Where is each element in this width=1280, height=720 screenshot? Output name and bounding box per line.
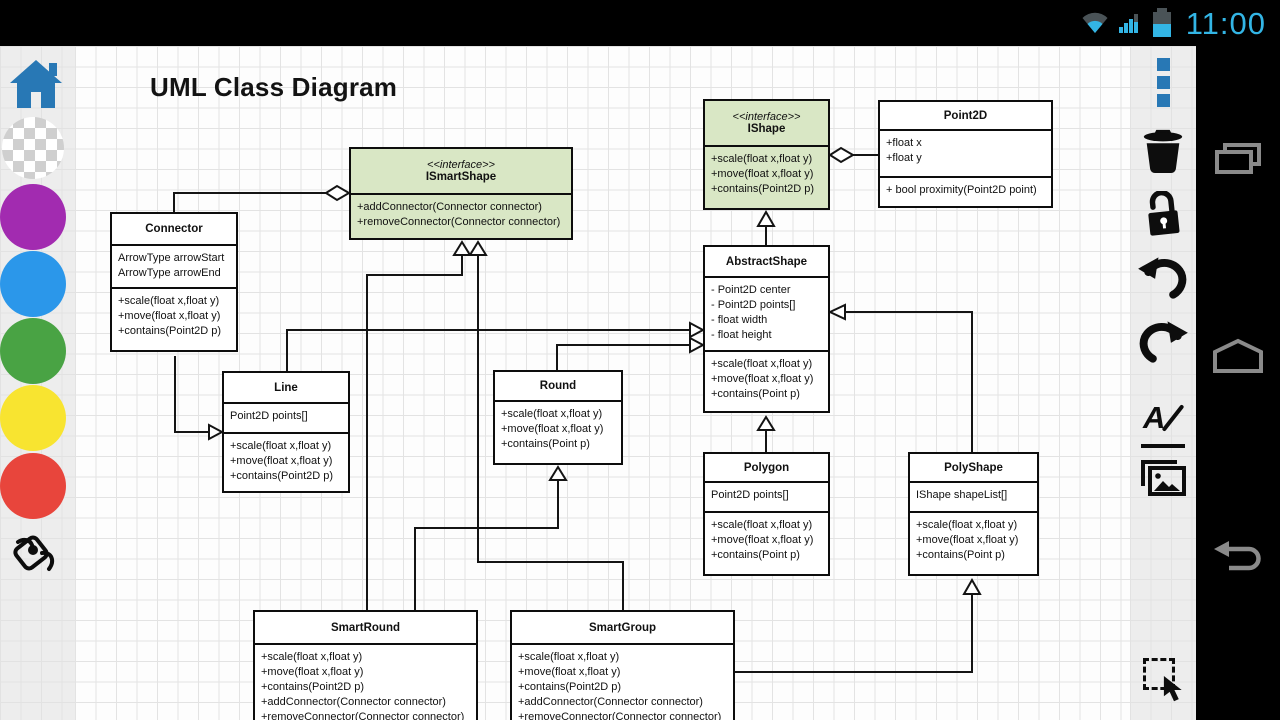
uml-class-section: +scale(float x,float y)+move(float x,flo… — [518, 651, 722, 720]
uml-class-section: Point2D points[] — [711, 489, 789, 501]
edge-head-realization — [468, 240, 488, 256]
uml-class-section: +float x+float y — [886, 137, 922, 164]
edge-smartround-round[interactable] — [414, 479, 559, 610]
redo-icon[interactable] — [1130, 318, 1196, 370]
edge-round-abstractshape[interactable] — [556, 344, 691, 370]
uml-class-smartgroup[interactable]: SmartGroup +scale(float x,float y)+move(f… — [510, 610, 735, 720]
recents-icon[interactable] — [1196, 142, 1280, 178]
home-icon[interactable] — [8, 56, 64, 112]
signal-strength-icon — [1118, 11, 1142, 35]
uml-class-name: PolyShape — [910, 454, 1037, 483]
uml-class-name: Point2D — [880, 102, 1051, 131]
edge-line-abstractshape[interactable] — [286, 329, 691, 371]
edge-head-generalization — [548, 465, 568, 481]
left-toolbar — [0, 46, 75, 720]
right-toolbar: A — [1130, 46, 1196, 720]
edge-smartround-ismartshape[interactable] — [366, 254, 463, 610]
unlock-icon[interactable] — [1130, 191, 1196, 241]
uml-class-round[interactable]: Round +scale(float x,float y)+move(float … — [493, 370, 623, 465]
uml-class-name: Line — [224, 373, 348, 404]
status-bar: 11:00 — [0, 0, 1280, 46]
uml-class-section: +scale(float x,float y)+move(float x,flo… — [224, 432, 348, 491]
uml-class-section: +scale(float x,float y)+move(float x,flo… — [705, 511, 828, 574]
back-nav-icon[interactable] — [1196, 540, 1280, 574]
edge-head-aggregation — [324, 184, 351, 202]
uml-class-name: Round — [495, 372, 621, 402]
uml-class-name: Polygon — [705, 454, 828, 483]
edge-head-aggregation — [828, 146, 855, 164]
edge-connector-ismartshape[interactable] — [173, 192, 326, 212]
uml-class-ishape[interactable]: <<interface>>IShape +scale(float x,float … — [703, 99, 830, 210]
home-nav-icon[interactable] — [1196, 338, 1280, 374]
uml-class-section: IShape shapeList[] — [916, 489, 1008, 501]
connector-layer — [173, 146, 982, 673]
drawing-canvas[interactable]: UML Class Diagram <<interface>>ISmartSha… — [75, 46, 1130, 720]
edge-connector-line[interactable] — [174, 356, 210, 433]
uml-class-section: +scale(float x,float y)+move(float x,flo… — [711, 153, 815, 195]
edge-head-generalization — [689, 336, 706, 354]
edge-head-generalization — [962, 577, 982, 595]
uml-class-section: +scale(float x,float y)+move(float x,flo… — [112, 287, 236, 350]
uml-class-name: <<interface>>IShape — [705, 101, 828, 147]
battery-icon — [1151, 8, 1173, 38]
uml-class-point2d[interactable]: Point2D +float x+float y + bool proximity(… — [878, 100, 1053, 208]
uml-class-name: Connector — [112, 214, 236, 246]
color-swatch-purple[interactable] — [0, 184, 66, 250]
uml-class-section: +scale(float x,float y)+move(float x,flo… — [501, 408, 604, 450]
undo-icon[interactable] — [1130, 254, 1196, 306]
wifi-icon — [1081, 11, 1109, 35]
edge-polyshape-abstractshape[interactable] — [844, 311, 973, 452]
uml-class-abstractshape[interactable]: AbstractShape - Point2D center- Point2D p… — [703, 245, 830, 413]
uml-class-smartround[interactable]: SmartRound +scale(float x,float y)+move(f… — [253, 610, 478, 720]
uml-class-name: <<interface>>ISmartShape — [351, 149, 571, 195]
uml-class-name: SmartRound — [255, 612, 476, 645]
trash-icon[interactable] — [1130, 126, 1196, 174]
fill-bucket-icon[interactable] — [6, 528, 62, 584]
text-style-icon[interactable]: A — [1130, 400, 1196, 448]
color-swatch-yellow[interactable] — [0, 385, 66, 451]
edge-head-generalization — [827, 303, 846, 321]
edge-head-generalization — [756, 415, 776, 431]
insert-image-icon[interactable] — [1130, 458, 1196, 502]
uml-class-name: AbstractShape — [705, 247, 828, 278]
uml-class-section: + bool proximity(Point2D point) — [880, 176, 1051, 206]
edge-head-generalization — [208, 423, 225, 441]
color-swatch-transparent[interactable] — [2, 117, 64, 179]
diagram-title[interactable]: UML Class Diagram — [150, 72, 398, 102]
uml-class-section: - Point2D center- Point2D points[]- floa… — [711, 284, 796, 341]
uml-class-section: +scale(float x,float y)+move(float x,flo… — [261, 651, 465, 720]
clock: 11:00 — [1185, 5, 1266, 41]
uml-class-section: +scale(float x,float y)+move(float x,flo… — [705, 350, 828, 411]
edge-smartgroup-polyshape[interactable] — [735, 593, 973, 673]
select-region-icon[interactable] — [1130, 656, 1196, 702]
color-swatch-blue[interactable] — [0, 251, 66, 317]
edge-head-realization — [756, 209, 776, 227]
edge-head-realization — [452, 240, 472, 256]
color-swatch-green[interactable] — [0, 318, 66, 384]
color-swatch-red[interactable] — [0, 453, 66, 519]
edge-smartgroup-ismartshape[interactable] — [477, 254, 624, 610]
uml-class-section: +scale(float x,float y)+move(float x,flo… — [910, 511, 1037, 574]
uml-class-ismartshape[interactable]: <<interface>>ISmartShape +addConnector(Co… — [349, 147, 573, 240]
uml-class-section: Point2D points[] — [230, 410, 308, 422]
uml-class-section: +addConnector(Connector connector)+remov… — [357, 201, 561, 228]
edge-head-generalization — [689, 321, 706, 339]
uml-class-name: SmartGroup — [512, 612, 733, 645]
system-nav-bar — [1196, 46, 1280, 720]
overflow-menu-icon[interactable] — [1130, 58, 1196, 107]
